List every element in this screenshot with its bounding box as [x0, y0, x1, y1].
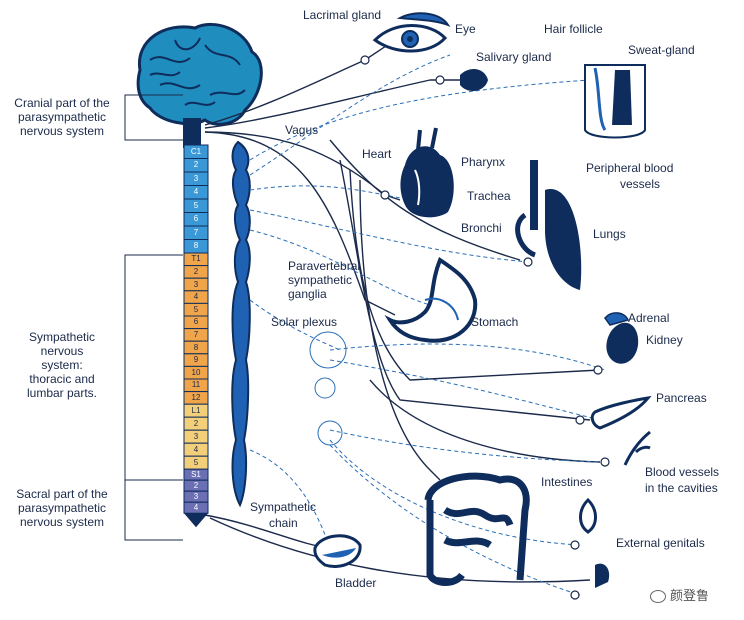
- label-pharynx: Pharynx: [461, 155, 506, 169]
- vertebra-label: 2: [193, 160, 199, 170]
- sympathetic-line-3: system:: [41, 358, 83, 372]
- vertebra-label: T1: [191, 254, 201, 264]
- vertebra-label: 5: [193, 200, 199, 210]
- vertebra-label: C1: [190, 146, 202, 156]
- coccyx: [184, 513, 208, 528]
- vertebra-label: 8: [193, 342, 199, 352]
- kidney-icon: [604, 312, 639, 364]
- label-solar-plexus: Solar plexus: [271, 315, 338, 329]
- label-bronchi: Bronchi: [461, 221, 502, 235]
- cranial-line-1: Cranial part of the: [14, 96, 110, 110]
- vertebra-label: 3: [193, 431, 199, 441]
- vertebra-label: 10: [191, 367, 201, 377]
- spinal-column: [183, 144, 209, 528]
- label-lacrimal-gland: Lacrimal gland: [303, 8, 382, 22]
- label-intestines: Intestines: [541, 475, 593, 489]
- label-paravertebral-2: sympathetic: [288, 273, 353, 287]
- label-heart: Heart: [362, 147, 392, 161]
- vertebra-label: S1: [191, 469, 201, 479]
- label-eye: Eye: [455, 22, 476, 36]
- label-pancreas: Pancreas: [656, 391, 707, 405]
- label-peripheral-blood-1: Peripheral blood: [586, 161, 674, 175]
- label-blood-vessels-2: in the cavities: [645, 481, 718, 495]
- cranial-division-label: Cranial part of the parasympathetic nerv…: [2, 96, 122, 138]
- vertebra-label: 3: [193, 173, 199, 183]
- vertebra-label: 7: [193, 329, 199, 339]
- sacral-division-label: Sacral part of the parasympathetic nervo…: [2, 487, 122, 529]
- stomach-icon: [384, 256, 478, 343]
- sacral-line-3: nervous system: [19, 515, 105, 529]
- watermark-text: 颜登鲁: [670, 589, 710, 604]
- watermark: 颜登鲁: [650, 585, 709, 604]
- dashed-sympathetic-pathways: [249, 54, 606, 596]
- label-paravertebral-3: ganglia: [288, 287, 327, 301]
- division-brackets: [124, 94, 183, 541]
- intestines-icon: [424, 472, 530, 586]
- vertebra-label: 2: [193, 418, 199, 428]
- vertebra-label: 11: [191, 380, 201, 390]
- label-external-genitals: External genitals: [616, 536, 705, 550]
- vertebra-label: 2: [193, 480, 199, 490]
- ganglia-circles: [309, 331, 347, 446]
- sympathetic-line-5: lumbar parts.: [26, 386, 98, 400]
- sacral-line-2: parasympathetic: [17, 501, 107, 515]
- vertebra-label: 3: [193, 491, 199, 501]
- vertebra-label: 12: [191, 392, 201, 402]
- label-salivary-gland: Salivary gland: [476, 50, 552, 64]
- vertebra-label: 2: [193, 266, 199, 276]
- vertebra-label: 9: [193, 355, 199, 365]
- label-trachea: Trachea: [467, 189, 511, 203]
- vertebra-label: L1: [191, 405, 201, 415]
- salivary-gland-icon: [460, 68, 488, 92]
- vertebra-label: 5: [193, 304, 199, 314]
- vertebra-label: 4: [193, 444, 199, 454]
- sympathetic-line-4: thoracic and: [29, 372, 95, 386]
- vertebra-label: 6: [193, 317, 199, 327]
- lungs-icon: [515, 160, 582, 290]
- wechat-icon: [650, 590, 666, 603]
- label-peripheral-blood-2: vessels: [620, 177, 661, 191]
- vertebra-label: 5: [193, 457, 199, 467]
- pancreas-icon: [590, 395, 652, 430]
- sacral-line-1: Sacral part of the: [16, 487, 108, 501]
- label-stomach: Stomach: [471, 315, 519, 329]
- label-kidney: Kidney: [646, 333, 683, 347]
- heart-icon: [400, 127, 454, 218]
- label-sympathetic-chain-1: Sympathetic: [250, 500, 317, 514]
- vertebra-label: 7: [193, 227, 199, 237]
- blood-vessels-icon: [623, 430, 651, 466]
- vertebra-label: 6: [193, 214, 199, 224]
- label-paravertebral-1: Paravertebral: [288, 259, 361, 273]
- vertebra-label: 8: [193, 241, 199, 251]
- cranial-line-3: nervous system: [19, 124, 105, 138]
- sympathetic-division-label: Sympathetic nervous system: thoracic and…: [2, 330, 122, 400]
- vertebra-label: 4: [193, 502, 199, 512]
- eye-icon: [372, 12, 451, 53]
- cranial-line-2: parasympathetic: [17, 110, 107, 124]
- label-vagus: Vagus: [285, 123, 319, 137]
- label-blood-vessels-1: Blood vessels: [645, 465, 720, 479]
- vertebra-label: 4: [193, 187, 199, 197]
- label-lungs: Lungs: [593, 227, 626, 241]
- vertebra-label: 4: [193, 292, 199, 302]
- external-genitals-icon: [579, 497, 610, 588]
- label-hair-follicle: Hair follicle: [544, 22, 603, 36]
- vertebra-label: 3: [193, 279, 199, 289]
- label-bladder: Bladder: [335, 576, 377, 590]
- sympathetic-line-1: Sympathetic: [28, 330, 96, 344]
- sympathetic-chain-icon: [231, 140, 251, 508]
- label-sympathetic-chain-2: chain: [269, 516, 298, 530]
- brain-icon: [136, 22, 263, 148]
- bladder-icon: [313, 534, 362, 568]
- label-adrenal: Adrenal: [628, 311, 670, 325]
- label-sweat-gland: Sweat-gland: [628, 43, 695, 57]
- sympathetic-line-2: nervous: [40, 344, 84, 358]
- nerve-pathways: [204, 39, 601, 583]
- sweat-gland-icon: [584, 64, 646, 139]
